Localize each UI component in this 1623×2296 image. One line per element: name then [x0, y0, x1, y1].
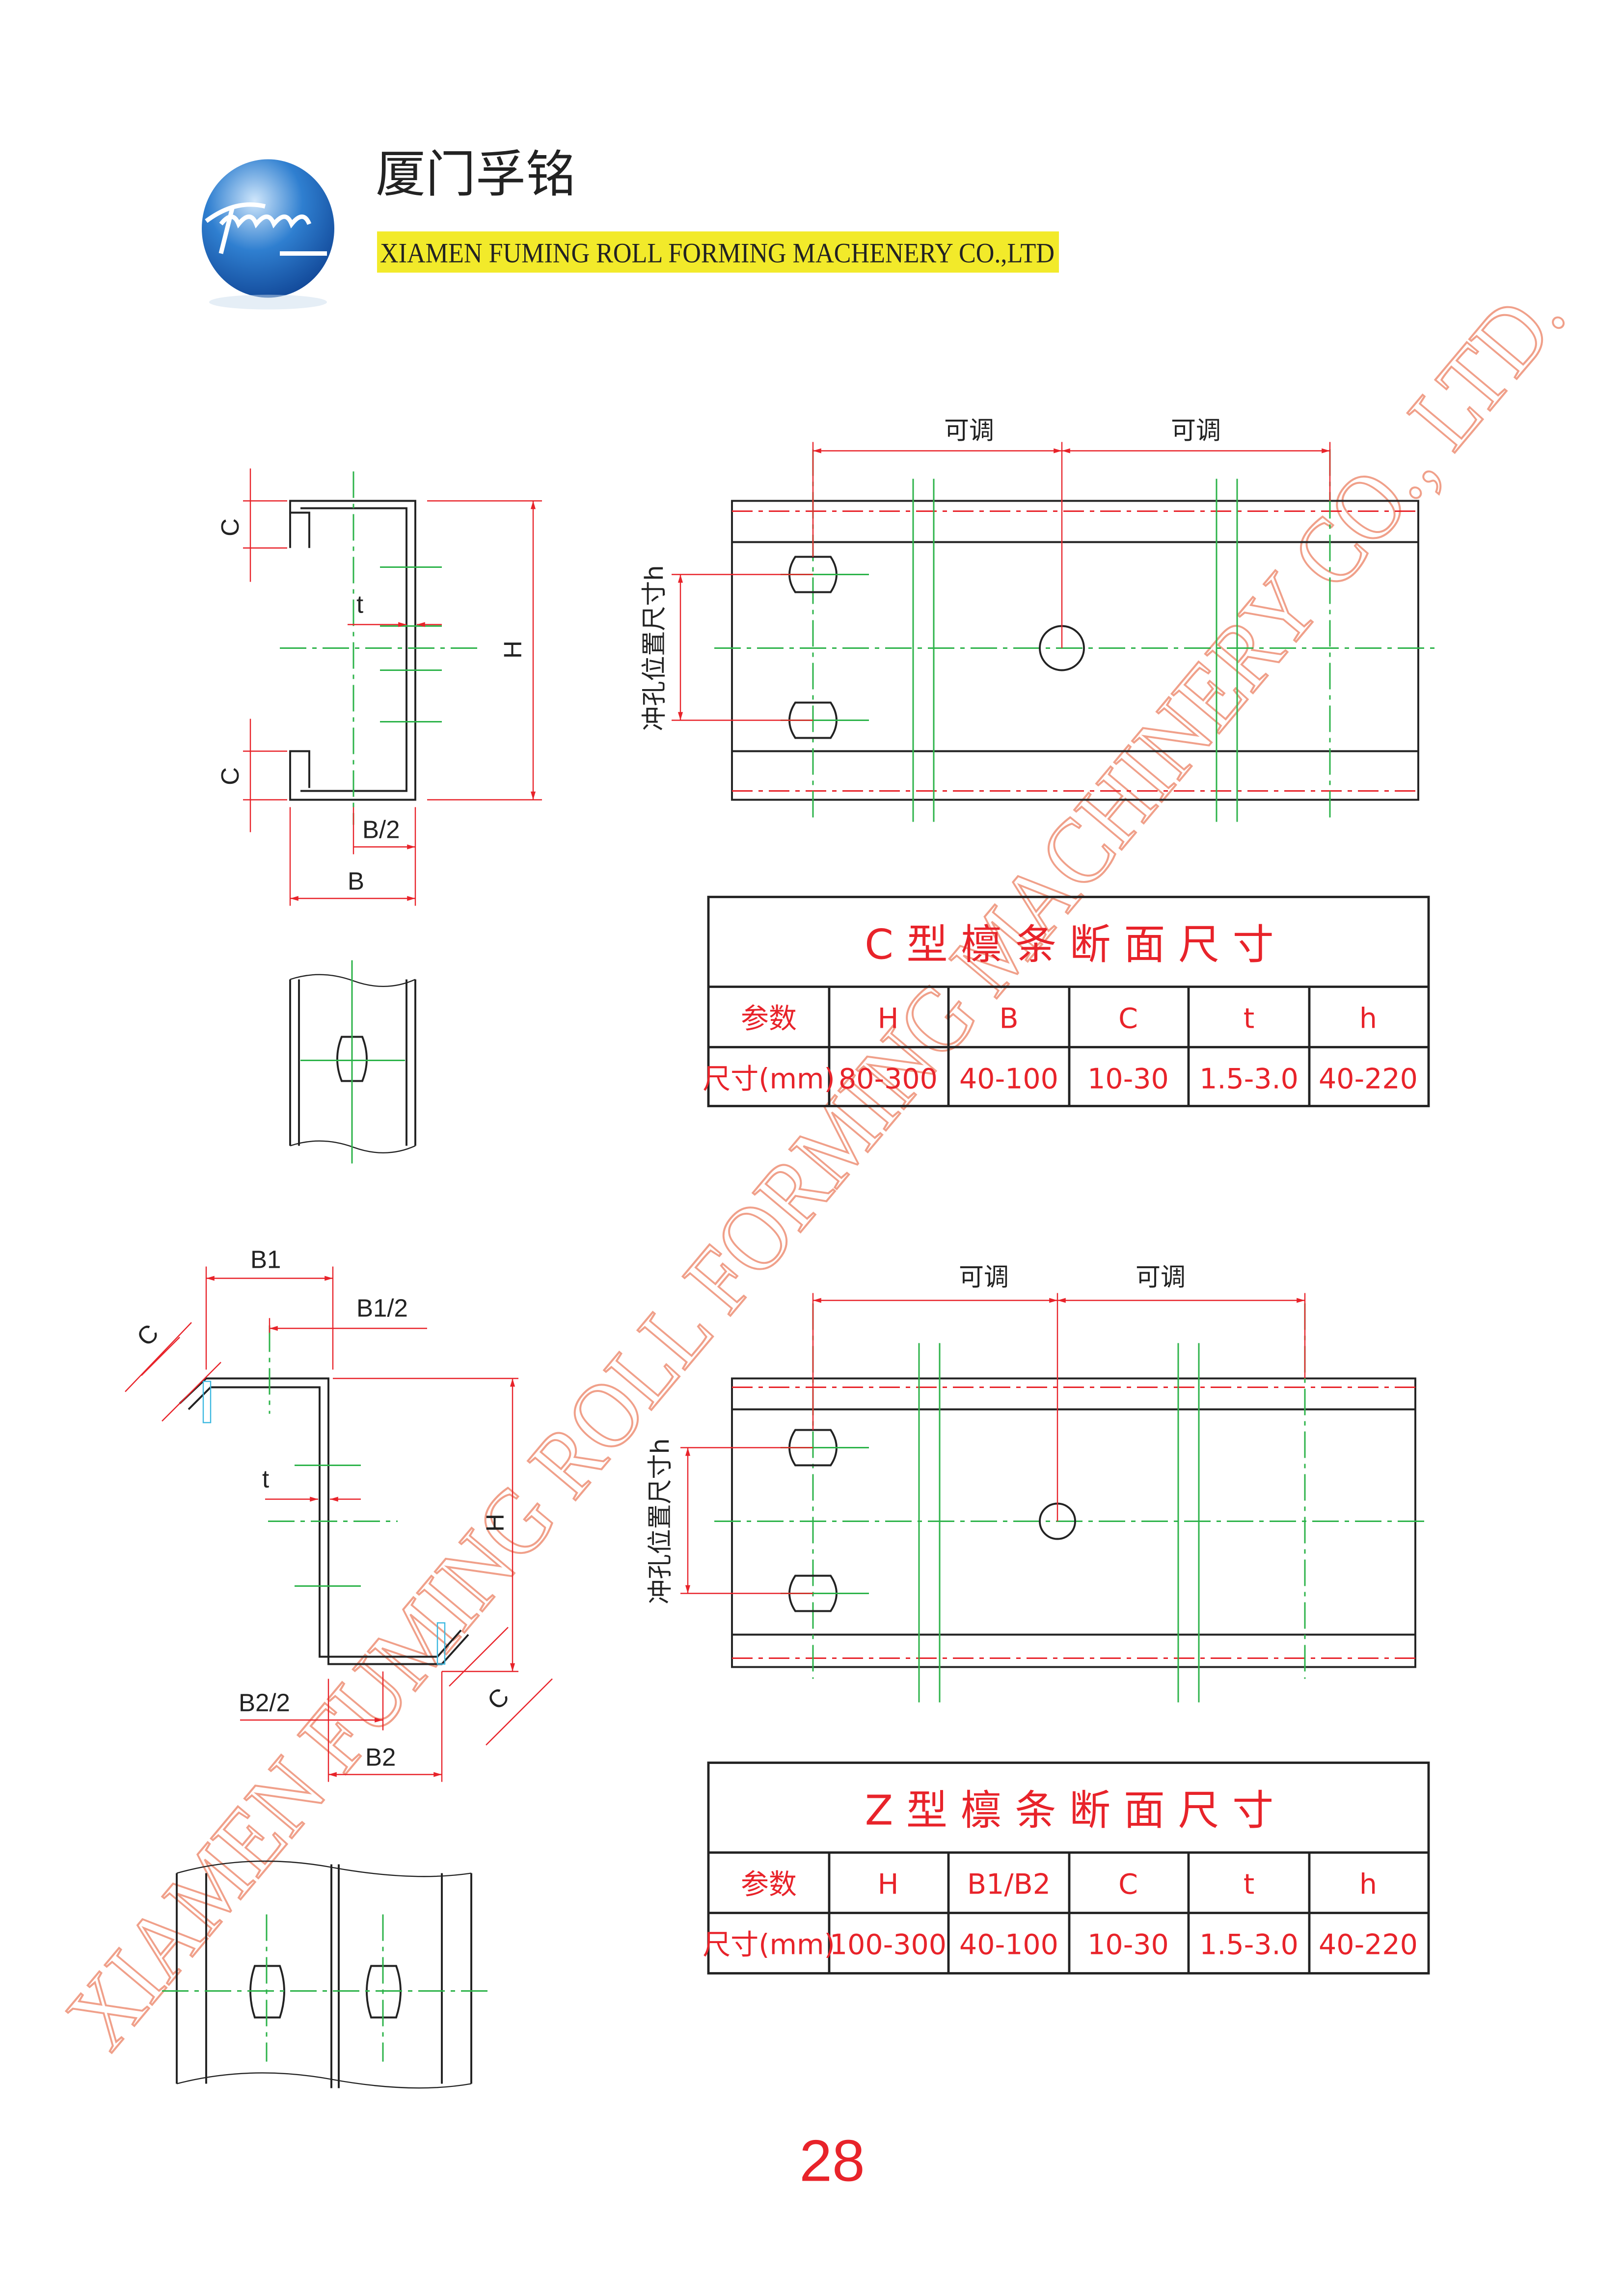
- c-table-title: C 型 檩 条 断 面 尺 寸: [865, 921, 1274, 969]
- z-header-b1-b2: B1/B2: [967, 1869, 1051, 1901]
- company-name-cn: 厦门孚铭: [376, 146, 576, 204]
- dim-c-top: C: [216, 518, 244, 536]
- z-side-view: [162, 1860, 493, 2089]
- adjustable-label-right: 可调: [1136, 1263, 1186, 1292]
- company-logo: [202, 159, 334, 310]
- z-dimension-table: [707, 1762, 1430, 1975]
- dim-c-bottom: C: [482, 1682, 514, 1715]
- c-value-unit: 尺寸(mm): [703, 1063, 835, 1095]
- z-header-h: H: [878, 1869, 899, 1901]
- dim-b: B: [348, 867, 364, 895]
- z-value-unit: 尺寸(mm): [703, 1929, 835, 1961]
- c-value-hole-h: 40-220: [1319, 1063, 1418, 1095]
- dim-t: t: [262, 1465, 269, 1493]
- c-header-c: C: [1118, 1003, 1138, 1035]
- z-header-t: t: [1244, 1869, 1254, 1901]
- z-header-param: 参数: [741, 1869, 797, 1901]
- c-side-view: [289, 960, 416, 1164]
- z-value-c: 10-30: [1087, 1929, 1169, 1961]
- c-plan-view: [672, 442, 1436, 822]
- dim-b2-half: B2/2: [239, 1689, 290, 1717]
- hole-position-label: 冲孔位置尺寸h: [640, 565, 669, 731]
- adjustable-label-left: 可调: [959, 1263, 1009, 1292]
- z-section-profile: [125, 1266, 553, 1782]
- dim-h: H: [499, 641, 527, 659]
- z-plan-view: [680, 1293, 1426, 1703]
- hole-position-label: 冲孔位置尺寸h: [646, 1438, 675, 1604]
- c-section-profile: [243, 468, 542, 906]
- z-header-c: C: [1118, 1869, 1138, 1901]
- c-value-h: 80-300: [839, 1063, 938, 1095]
- dim-h: H: [481, 1514, 509, 1532]
- page-number: 28: [799, 2128, 865, 2194]
- dim-t: t: [356, 590, 363, 618]
- c-value-t: 1.5-3.0: [1199, 1063, 1298, 1095]
- z-table-title: Z 型 檩 条 断 面 尺 寸: [865, 1787, 1273, 1835]
- c-header-t: t: [1244, 1003, 1254, 1035]
- dim-c-bottom: C: [216, 767, 244, 785]
- c-value-c: 10-30: [1087, 1063, 1169, 1095]
- z-value-h: 100-300: [830, 1929, 947, 1961]
- z-header-hole-h: h: [1359, 1869, 1377, 1901]
- watermark: XIAMEN FUMING ROLL FORMING MACHINERY CO.…: [46, 263, 1584, 2067]
- adjustable-label-right: 可调: [1171, 417, 1221, 446]
- dim-b-half: B/2: [362, 816, 400, 844]
- c-header-param: 参数: [741, 1003, 797, 1035]
- c-header-h: H: [878, 1003, 899, 1035]
- adjustable-label-left: 可调: [944, 417, 994, 446]
- z-value-hole-h: 40-220: [1319, 1929, 1418, 1961]
- dim-b1-half: B1/2: [356, 1294, 408, 1322]
- c-header-hole-h: h: [1359, 1003, 1377, 1035]
- c-dimension-table: [707, 896, 1430, 1107]
- dim-c-top: C: [131, 1319, 163, 1351]
- company-name-en: XIAMEN FUMING ROLL FORMING MACHENERY CO.…: [380, 238, 1055, 269]
- z-value-b1-b2: 40-100: [959, 1929, 1058, 1961]
- dim-b2: B2: [365, 1743, 396, 1771]
- company-name-highlight: [377, 231, 1059, 273]
- dim-b1: B1: [250, 1246, 281, 1274]
- z-value-t: 1.5-3.0: [1199, 1929, 1298, 1961]
- c-value-b: 40-100: [959, 1063, 1058, 1095]
- c-header-b: B: [999, 1003, 1018, 1035]
